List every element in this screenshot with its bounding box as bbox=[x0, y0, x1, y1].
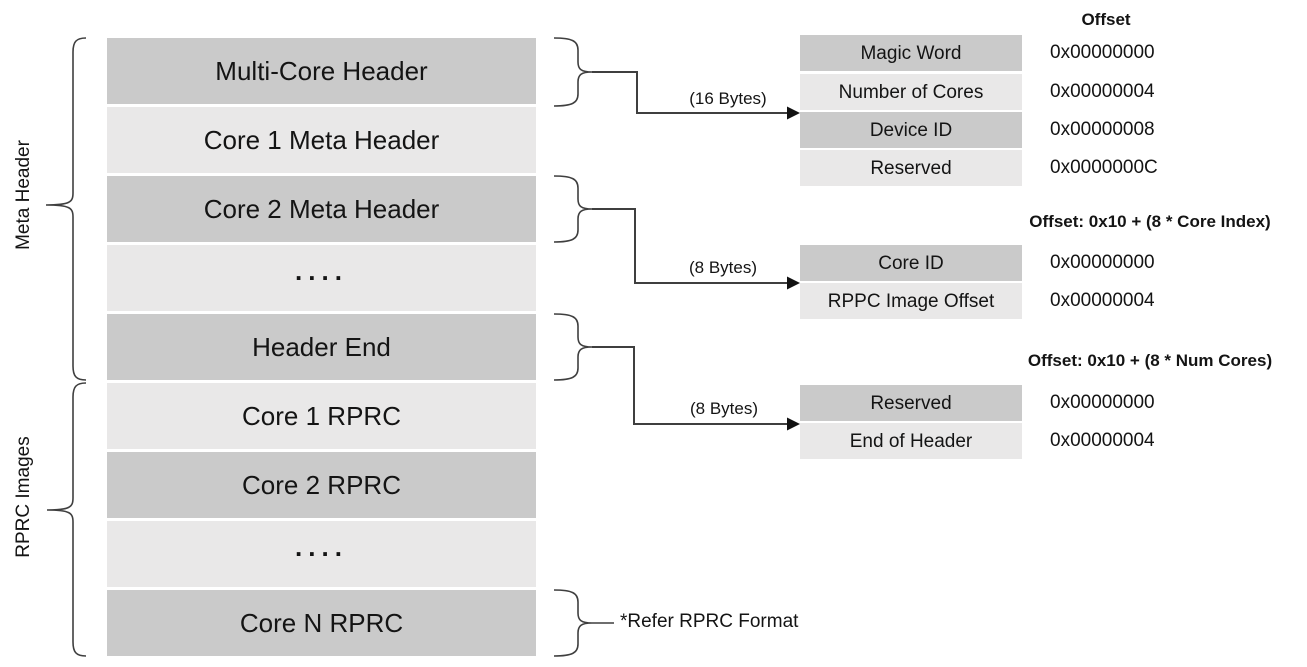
table3-row-end-of-header: End of Header bbox=[800, 423, 1022, 459]
multi-core-header-brace bbox=[553, 37, 593, 107]
stack-row-core1-rprc: Core 1 RPRC bbox=[107, 383, 536, 449]
field-label: Number of Cores bbox=[838, 81, 984, 103]
arrow-line-8-bytes-core bbox=[592, 208, 788, 284]
table2-offset-1: 0x00000004 bbox=[1050, 290, 1155, 311]
table1-offset-0: 0x00000000 bbox=[1050, 42, 1155, 63]
field-label: Device ID bbox=[869, 119, 953, 141]
arrow-line-16-bytes bbox=[592, 71, 788, 114]
stack-row-coreN-rprc: Core N RPRC bbox=[107, 590, 536, 656]
table1-row-device-id: Device ID bbox=[800, 112, 1022, 148]
stack-row-label: Core 1 Meta Header bbox=[203, 125, 440, 155]
bytes-label-8-core: (8 Bytes) bbox=[688, 258, 758, 277]
stack-row-ellipsis-rprc: .... bbox=[107, 521, 536, 587]
stack-row-ellipsis-meta: .... bbox=[107, 245, 536, 311]
rprc-format-note: *Refer RPRC Format bbox=[620, 611, 799, 632]
field-label: End of Header bbox=[849, 430, 973, 452]
arrowhead-16-bytes bbox=[787, 106, 800, 120]
core-meta-header-brace bbox=[553, 175, 593, 243]
field-label: Core ID bbox=[878, 252, 944, 274]
table1-offset-3: 0x0000000C bbox=[1050, 157, 1158, 178]
table3-row-reserved: Reserved bbox=[800, 385, 1022, 421]
field-label: Reserved bbox=[870, 392, 952, 414]
arrowhead-8-bytes-core bbox=[787, 276, 800, 290]
stack-row-multi-core-header: Multi-Core Header bbox=[107, 38, 536, 104]
bytes-label-16: (16 Bytes) bbox=[689, 89, 767, 108]
ellipsis-label: .... bbox=[295, 532, 348, 562]
stack-row-label: Multi-Core Header bbox=[215, 56, 428, 86]
stack-row-label: Core 2 Meta Header bbox=[203, 194, 440, 224]
table1-row-magic-word: Magic Word bbox=[800, 35, 1022, 71]
stack-row-core2-meta-header: Core 2 Meta Header bbox=[107, 176, 536, 242]
table1-offset-2: 0x00000008 bbox=[1050, 119, 1155, 140]
stack-row-label: Core 2 RPRC bbox=[242, 470, 401, 500]
ellipsis-label: .... bbox=[295, 256, 348, 286]
table1-row-number-of-cores: Number of Cores bbox=[800, 74, 1022, 110]
table1-offset-header: Offset bbox=[1081, 10, 1131, 29]
field-label: Magic Word bbox=[860, 42, 962, 64]
table1-offset-1: 0x00000004 bbox=[1050, 81, 1155, 102]
table2-row-rppc-image-offset: RPPC Image Offset bbox=[800, 283, 1022, 319]
table2-row-core-id: Core ID bbox=[800, 245, 1022, 281]
table2-offset-header: Offset: 0x10 + (8 * Core Index) bbox=[1029, 212, 1271, 231]
rprc-images-brace bbox=[46, 382, 87, 657]
arrow-line-8-bytes-end bbox=[592, 346, 788, 425]
bytes-label-8-end: (8 Bytes) bbox=[689, 399, 759, 418]
table1-row-reserved: Reserved bbox=[800, 150, 1022, 186]
stack-row-label: Core 1 RPRC bbox=[242, 401, 401, 431]
core-n-rprc-brace bbox=[553, 589, 593, 657]
stack-row-label: Header End bbox=[252, 332, 391, 362]
header-end-brace bbox=[553, 313, 593, 381]
meta-header-brace bbox=[45, 37, 87, 381]
field-label: RPPC Image Offset bbox=[827, 290, 995, 312]
arrowhead-8-bytes-end bbox=[787, 417, 800, 431]
field-label: Reserved bbox=[870, 157, 952, 179]
table3-offset-1: 0x00000004 bbox=[1050, 430, 1155, 451]
stack-row-core2-rprc: Core 2 RPRC bbox=[107, 452, 536, 518]
stack-row-core1-meta-header: Core 1 Meta Header bbox=[107, 107, 536, 173]
table3-offset-0: 0x00000000 bbox=[1050, 392, 1155, 413]
table3-offset-header: Offset: 0x10 + (8 * Num Cores) bbox=[1027, 351, 1273, 370]
stack-row-header-end: Header End bbox=[107, 314, 536, 380]
stack-row-label: Core N RPRC bbox=[239, 608, 404, 638]
table2-offset-0: 0x00000000 bbox=[1050, 252, 1155, 273]
